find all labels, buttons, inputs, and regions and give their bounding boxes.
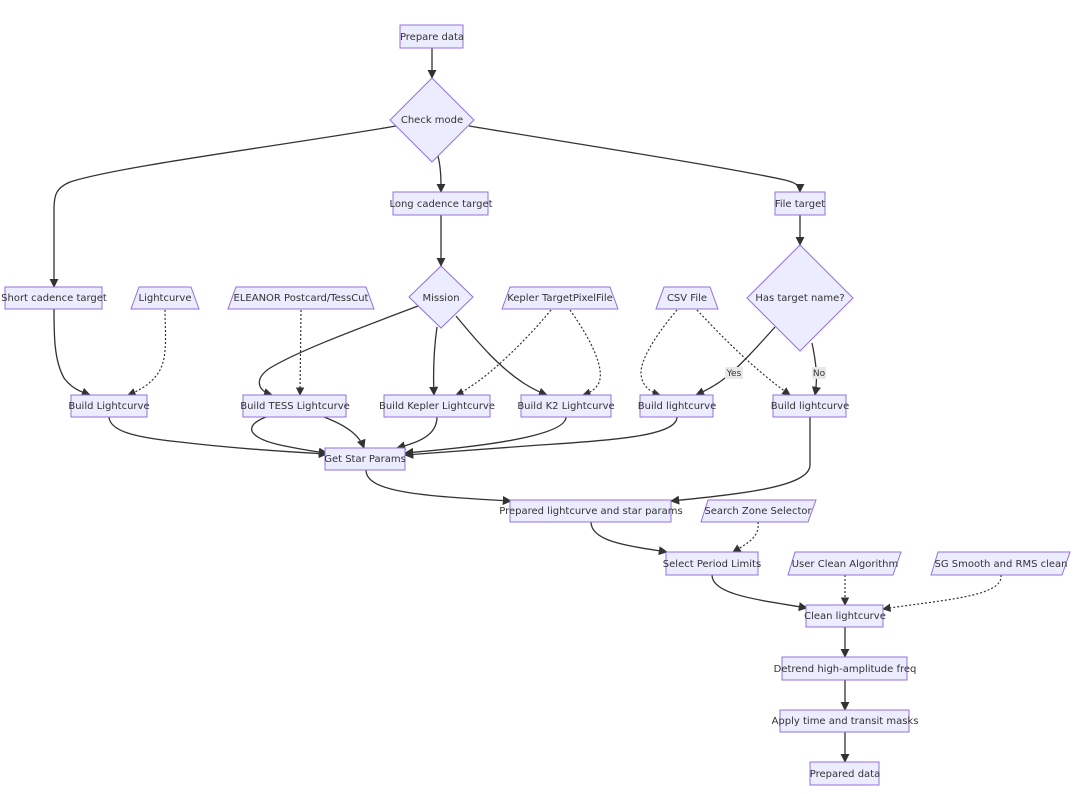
node-search-zone-selector-label: Search Zone Selector — [704, 506, 812, 517]
edge-has-name-yes — [695, 326, 776, 396]
node-prepared-data-end-label: Prepared data — [810, 769, 880, 780]
node-build-tess-lightcurve-label: Build TESS Lightcurve — [240, 401, 350, 412]
node-build-lightcurve-short: Build Lightcurve — [68, 394, 150, 418]
edge-kepler-to-star — [396, 416, 438, 451]
node-detrend-high-amp-label: Detrend high-amplitude freq — [774, 664, 917, 675]
node-build-lightcurve-no-label: Build lightcurve — [771, 401, 849, 412]
node-select-period-limits-label: Select Period Limits — [663, 559, 761, 570]
edge-check-to-file — [468, 125, 805, 193]
edge-sg-to-clean — [882, 574, 1002, 612]
edge-check-to-long — [436, 155, 446, 193]
edge-mission-to-k2 — [455, 315, 548, 397]
edge-build-short-to-star — [108, 416, 328, 459]
node-short-cadence-target: Short cadence target — [1, 286, 107, 310]
edge-mission-to-tess — [258, 305, 419, 397]
node-apply-masks-label: Apply time and transit masks — [772, 716, 919, 727]
edges — [49, 48, 1002, 763]
node-short-cadence-target-label: Short cadence target — [1, 293, 107, 304]
edge-tess-to-star-a — [251, 416, 328, 457]
edge-label-no: No — [812, 367, 826, 379]
edge-short-to-build — [53, 308, 91, 397]
node-clean-lightcurve-label: Clean lightcurve — [804, 611, 886, 622]
node-long-cadence-target-label: Long cadence target — [389, 199, 492, 210]
node-prepare-data-label: Prepare data — [400, 32, 464, 43]
node-check-mode: Check mode — [389, 77, 475, 163]
node-build-lightcurve-no: Build lightcurve — [771, 394, 849, 418]
edge-period-to-clean — [711, 574, 808, 612]
node-prepared-lc-star-params-label: Prepared lightcurve and star params — [499, 506, 683, 517]
node-get-star-params-label: Get Star Params — [324, 454, 406, 465]
node-file-target: File target — [774, 191, 826, 216]
node-build-kepler-lightcurve-label: Build Kepler Lightcurve — [379, 401, 495, 412]
edge-csv-to-build-no — [696, 309, 791, 396]
node-user-clean-algorithm: User Clean Algorithm — [787, 551, 902, 576]
node-build-tess-lightcurve: Build TESS Lightcurve — [240, 394, 350, 418]
edge-lightcurve-to-build — [127, 309, 167, 396]
node-file-target-label: File target — [775, 199, 825, 210]
node-get-star-params: Get Star Params — [324, 447, 406, 471]
edge-search-zone-to-period — [732, 521, 759, 553]
edge-csv-to-build — [640, 309, 678, 397]
node-prepared-lc-star-params: Prepared lightcurve and star params — [499, 499, 683, 523]
node-user-clean-algorithm-label: User Clean Algorithm — [792, 559, 899, 570]
node-eleanor-input: ELEANOR Postcard/TessCut — [227, 286, 375, 310]
node-kepler-tpf-input-label: Kepler TargetPixelFile — [507, 293, 613, 304]
node-build-kepler-lightcurve: Build Kepler Lightcurve — [379, 394, 495, 418]
node-build-lightcurve-short-label: Build Lightcurve — [68, 401, 149, 412]
edge-label-yes-text: Yes — [726, 369, 742, 379]
edge-tpf-to-kepler — [455, 309, 552, 396]
node-has-target-name: Has target name? — [746, 244, 854, 352]
edge-star-to-prepared — [365, 469, 512, 506]
node-prepared-data-end: Prepared data — [809, 761, 880, 786]
node-csv-file-input: CSV File — [655, 286, 719, 310]
node-mission-label: Mission — [422, 293, 459, 304]
edge-build-no-to-prepared — [670, 417, 811, 505]
node-lightcurve-input-label: Lightcurve — [139, 293, 192, 304]
edge-k2-to-star — [404, 416, 567, 457]
node-kepler-tpf-input: Kepler TargetPixelFile — [501, 286, 619, 310]
node-mission: Mission — [408, 265, 474, 329]
node-sg-smooth-rms-clean: SG Smooth and RMS clean — [930, 551, 1071, 576]
node-eleanor-input-label: ELEANOR Postcard/TessCut — [234, 293, 369, 304]
edge-check-to-short — [49, 125, 397, 288]
edge-label-yes: Yes — [725, 367, 743, 379]
node-check-mode-label: Check mode — [401, 115, 463, 126]
node-lightcurve-input: Lightcurve — [130, 286, 200, 310]
node-clean-lightcurve: Clean lightcurve — [804, 604, 886, 628]
edge-tess-to-star-b — [323, 416, 366, 449]
node-build-k2-lightcurve-label: Build K2 Lightcurve — [517, 401, 614, 412]
node-build-lightcurve-yes: Build lightcurve — [638, 394, 716, 418]
node-search-zone-selector: Search Zone Selector — [700, 499, 817, 523]
node-long-cadence-target: Long cadence target — [389, 191, 493, 216]
node-csv-file-input-label: CSV File — [667, 293, 707, 304]
edge-label-no-text: No — [813, 369, 826, 379]
node-sg-smooth-rms-clean-label: SG Smooth and RMS clean — [934, 559, 1067, 570]
node-select-period-limits: Select Period Limits — [663, 551, 761, 576]
node-build-lightcurve-yes-label: Build lightcurve — [638, 401, 716, 412]
node-apply-masks: Apply time and transit masks — [772, 709, 919, 733]
node-detrend-high-amp: Detrend high-amplitude freq — [774, 656, 917, 681]
edge-mission-to-kepler — [429, 326, 439, 396]
edge-build-yes-to-star — [404, 416, 678, 459]
node-build-k2-lightcurve: Build K2 Lightcurve — [517, 394, 615, 418]
node-has-target-name-label: Has target name? — [755, 293, 844, 304]
edge-prepared-to-period — [590, 521, 668, 556]
edge-tpf-to-k2 — [569, 309, 601, 397]
node-prepare-data: Prepare data — [399, 24, 464, 49]
